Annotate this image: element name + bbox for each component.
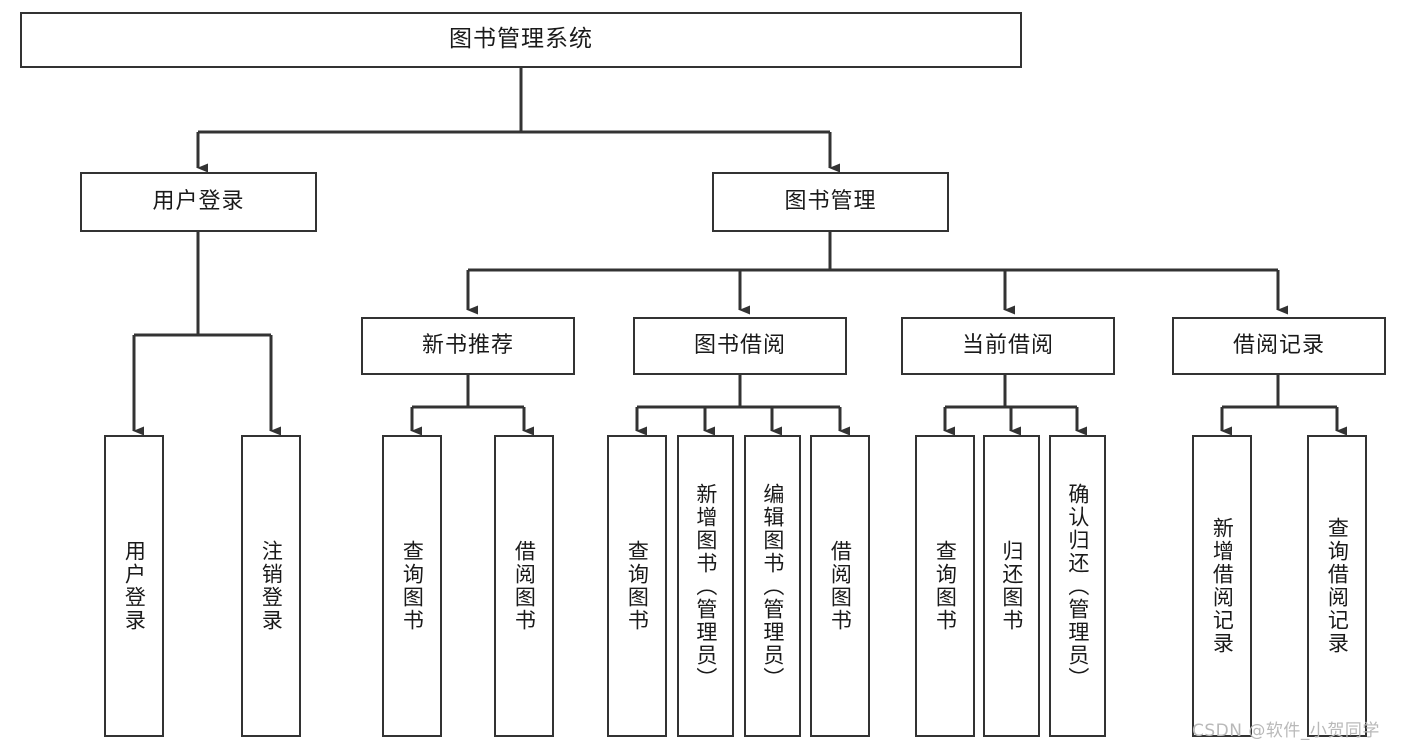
leaf-borrow-record-query[interactable]: 查询借阅记录 [1307, 435, 1367, 737]
leaf-book-borrow-edit-label: 编辑图书（管理员） [760, 482, 785, 690]
leaf-book-borrow-edit[interactable]: 编辑图书（管理员） [744, 435, 801, 737]
node-book-management[interactable]: 图书管理 [712, 172, 949, 232]
leaf-new-book-query-label: 查询图书 [400, 540, 425, 632]
leaf-book-borrow-add-label: 新增图书（管理员） [693, 482, 718, 690]
node-root-label: 图书管理系统 [449, 26, 593, 53]
leaf-new-book-borrow-label: 借阅图书 [512, 540, 537, 632]
leaf-current-borrow-confirm[interactable]: 确认归还（管理员） [1049, 435, 1106, 737]
node-book-management-label: 图书管理 [784, 188, 877, 214]
leaf-current-borrow-return[interactable]: 归还图书 [983, 435, 1040, 737]
leaf-user-login-logout[interactable]: 注销登录 [241, 435, 301, 737]
node-borrow-record[interactable]: 借阅记录 [1172, 317, 1386, 375]
leaf-user-login-logout-label: 注销登录 [259, 540, 284, 632]
leaf-book-borrow-query[interactable]: 查询图书 [607, 435, 667, 737]
node-user-login-label: 用户登录 [152, 188, 245, 214]
leaf-current-borrow-query[interactable]: 查询图书 [915, 435, 975, 737]
leaf-current-borrow-confirm-label: 确认归还（管理员） [1065, 482, 1090, 690]
leaf-current-borrow-return-label: 归还图书 [999, 540, 1024, 632]
node-borrow-record-label: 借阅记录 [1232, 332, 1325, 358]
leaf-book-borrow-lend-label: 借阅图书 [828, 540, 853, 632]
leaf-new-book-borrow[interactable]: 借阅图书 [494, 435, 554, 737]
leaf-borrow-record-add[interactable]: 新增借阅记录 [1192, 435, 1252, 737]
node-current-borrow-label: 当前借阅 [961, 332, 1054, 358]
leaf-current-borrow-query-label: 查询图书 [933, 540, 958, 632]
leaf-book-borrow-add[interactable]: 新增图书（管理员） [677, 435, 734, 737]
leaf-new-book-query[interactable]: 查询图书 [382, 435, 442, 737]
node-current-borrow[interactable]: 当前借阅 [901, 317, 1115, 375]
node-book-borrow-label: 图书借阅 [693, 332, 786, 358]
leaf-book-borrow-lend[interactable]: 借阅图书 [810, 435, 870, 737]
node-new-book-recommend[interactable]: 新书推荐 [361, 317, 575, 375]
leaf-user-login-login-label: 用户登录 [122, 540, 147, 632]
node-book-borrow[interactable]: 图书借阅 [633, 317, 847, 375]
leaf-user-login-login[interactable]: 用户登录 [104, 435, 164, 737]
leaf-book-borrow-query-label: 查询图书 [625, 540, 650, 632]
leaf-borrow-record-query-label: 查询借阅记录 [1325, 517, 1350, 655]
node-root[interactable]: 图书管理系统 [20, 12, 1022, 68]
node-new-book-recommend-label: 新书推荐 [421, 332, 514, 358]
node-user-login[interactable]: 用户登录 [80, 172, 317, 232]
leaf-borrow-record-add-label: 新增借阅记录 [1210, 517, 1235, 655]
